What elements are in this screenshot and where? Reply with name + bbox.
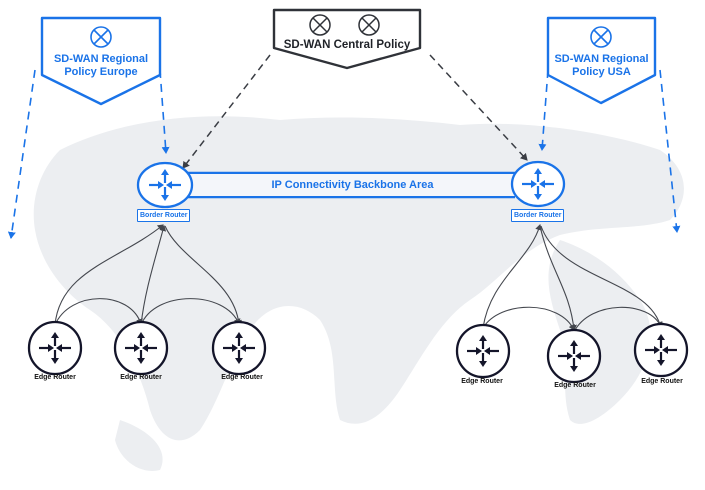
x-circle-icon (90, 26, 112, 48)
backbone-label: IP Connectivity Backbone Area (271, 179, 434, 191)
regional-policy-usa-line1: SD-WAN Regional (554, 53, 649, 65)
edge-router-icon (113, 320, 169, 376)
backbone-tube (188, 171, 515, 199)
border-router-usa-label: Border Router (511, 209, 565, 222)
regional-policy-europe-shape (40, 16, 162, 106)
border-router-europe-icon (136, 161, 194, 209)
edge-router-icon (211, 320, 267, 376)
border-router-europe-label: Border Router (137, 209, 191, 222)
edge-router-label: Edge Router (221, 374, 263, 381)
edge-router-label: Edge Router (554, 382, 596, 389)
x-circle-icon (358, 14, 380, 36)
x-circle-icon (309, 14, 331, 36)
edge-router-label: Edge Router (34, 374, 76, 381)
central-policy-label: SD-WAN Central Policy (283, 39, 411, 51)
x-circle-icon (590, 26, 612, 48)
edge-router-icon (27, 320, 83, 376)
world-map-background (33, 116, 684, 471)
edge-router-label: Edge Router (461, 378, 503, 385)
regional-policy-usa-line2: Policy USA (572, 66, 631, 78)
regional-policy-europe-label: SD-WAN Regional Policy Europe (42, 53, 160, 79)
edge-router-icon (455, 323, 511, 379)
edge-router-label: Edge Router (120, 374, 162, 381)
regional-policy-europe-line1: SD-WAN Regional (53, 53, 149, 65)
regional-policy-usa-label: SD-WAN Regional Policy USA (548, 53, 655, 79)
border-router-usa-icon (510, 160, 566, 208)
regional-policy-europe-line2: Policy Europe (64, 66, 138, 78)
regional-policy-usa-shape (546, 16, 657, 105)
edge-router-label: Edge Router (641, 378, 683, 385)
edge-router-icon (633, 322, 689, 378)
edge-router-icon (546, 328, 602, 384)
